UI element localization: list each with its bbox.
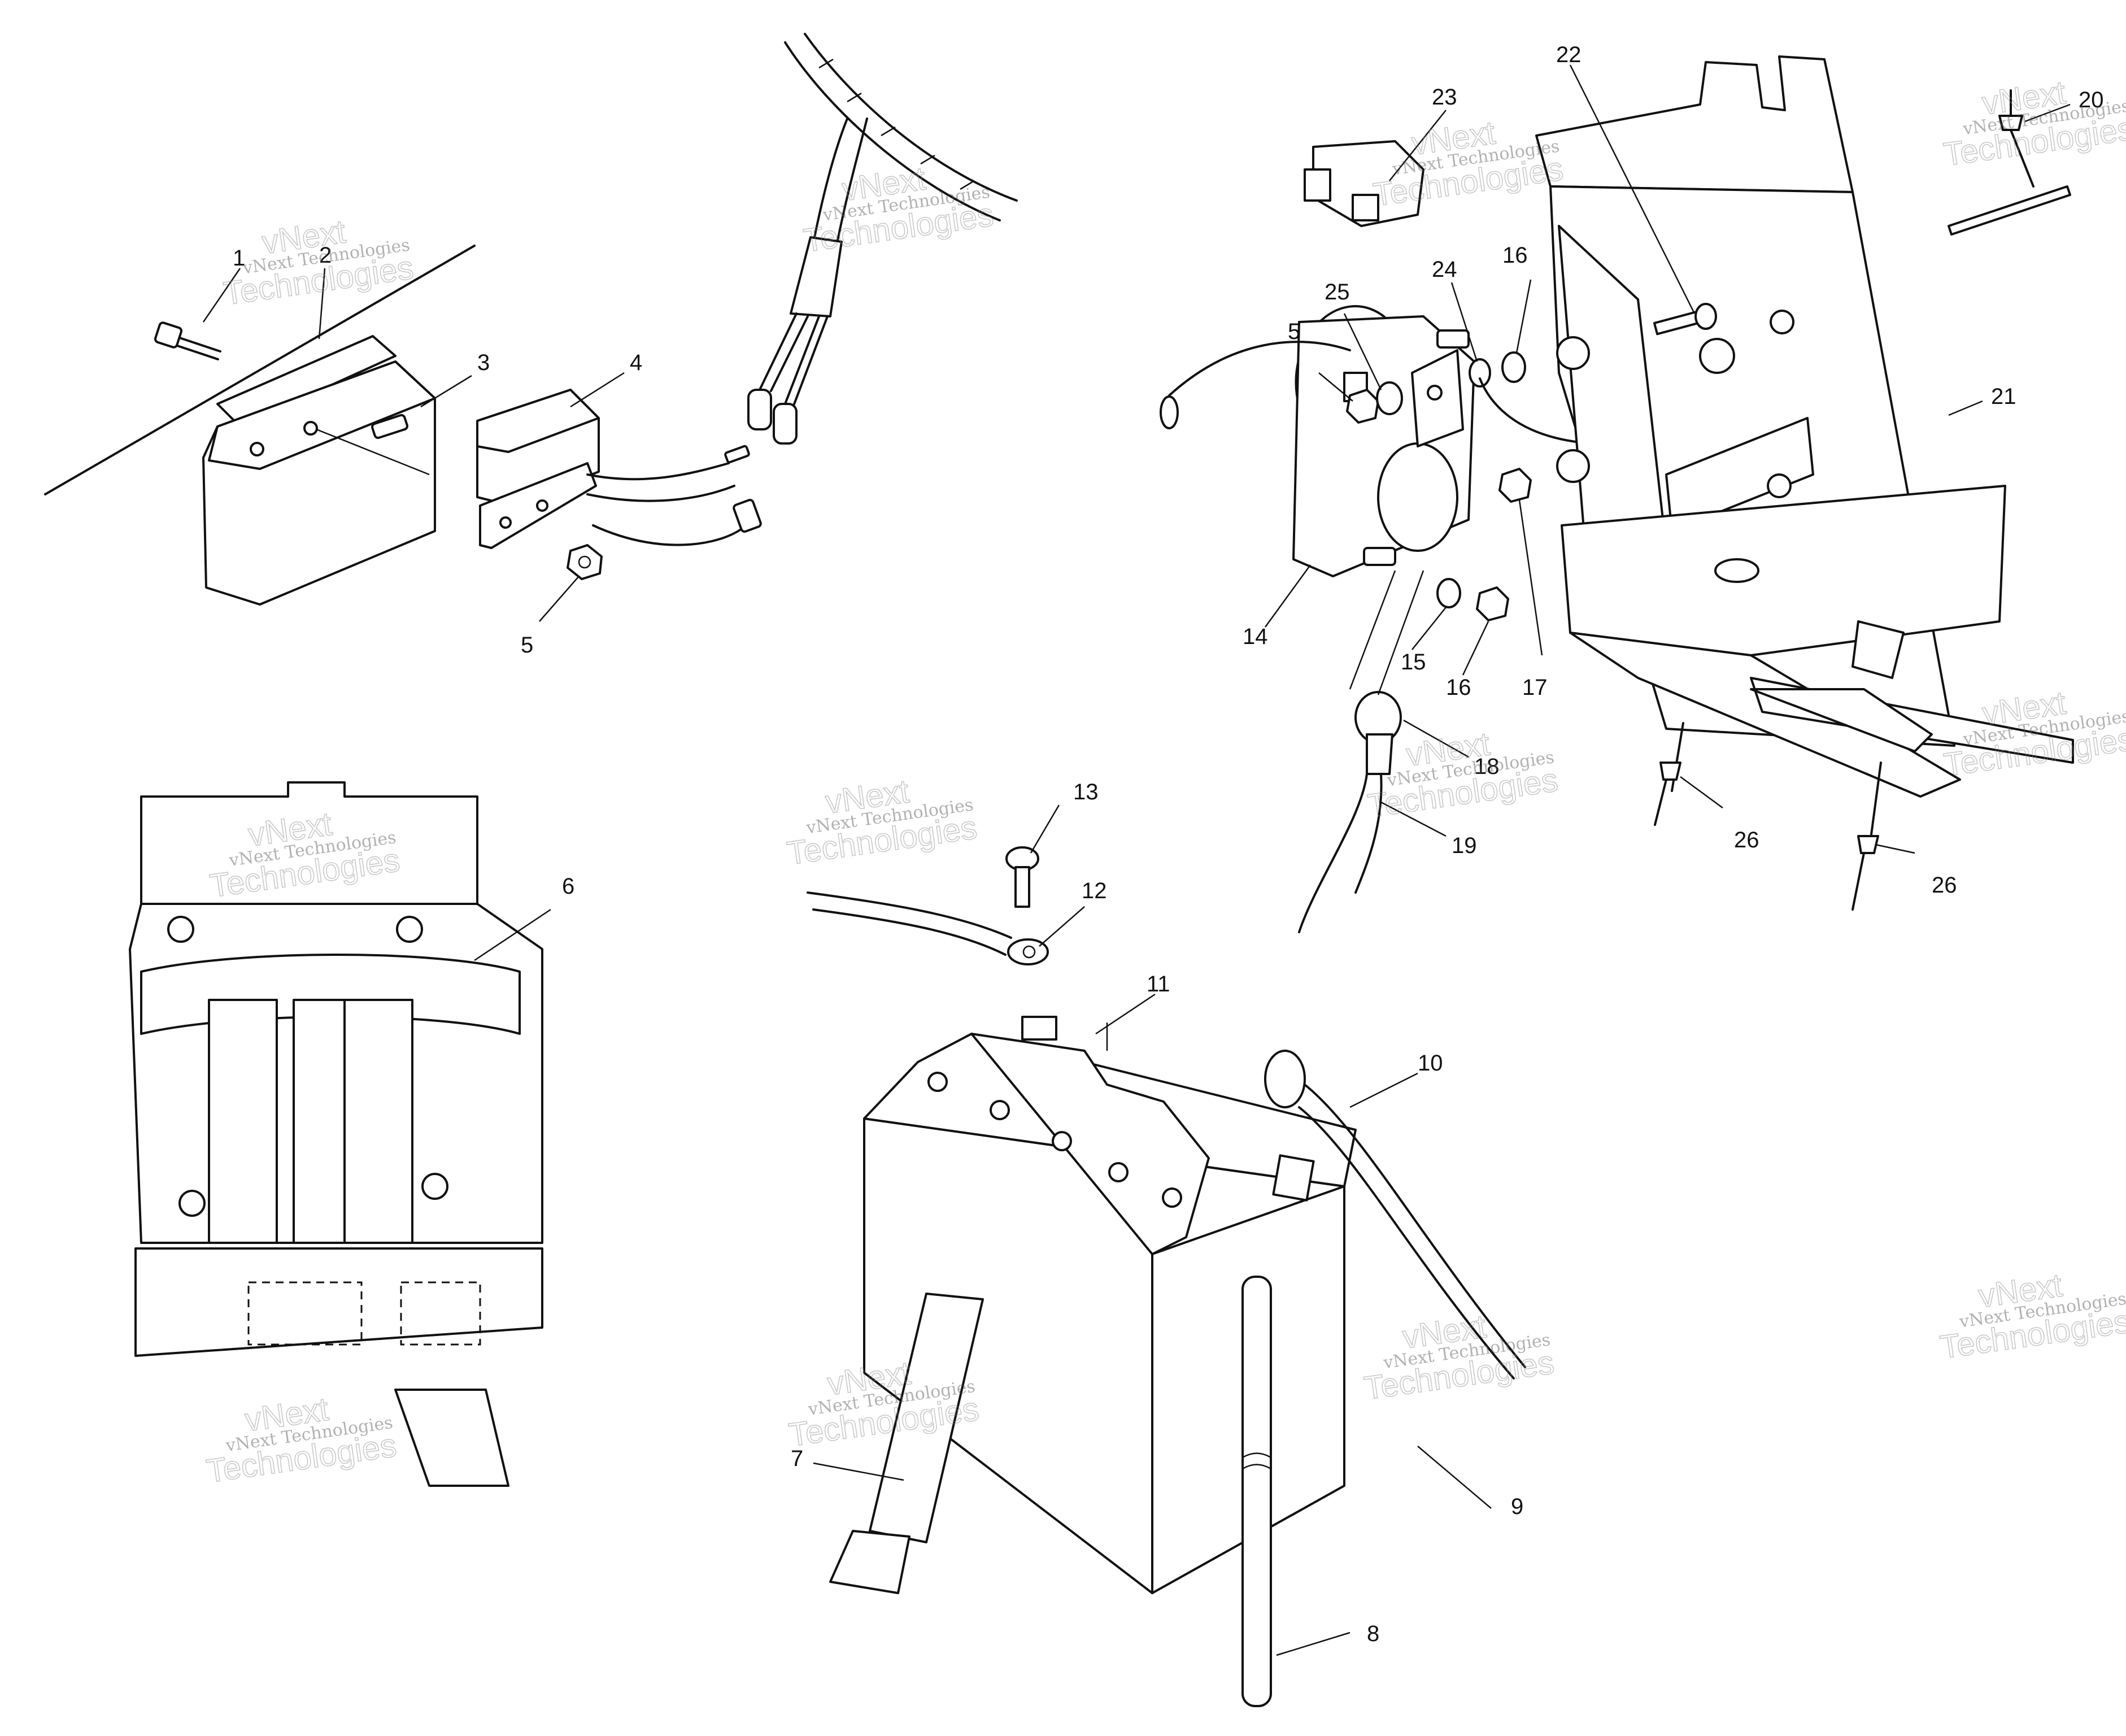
callout-20: 20 bbox=[2079, 88, 2104, 112]
connector-part-23 bbox=[1304, 140, 1424, 227]
callout-25: 25 bbox=[1325, 280, 1350, 304]
bolt-part-1 bbox=[154, 321, 221, 360]
callout-24: 24 bbox=[1432, 257, 1457, 282]
nut-part-5b bbox=[1346, 389, 1379, 424]
callout-12: 12 bbox=[1082, 878, 1107, 903]
washer-part-16a bbox=[1501, 351, 1526, 383]
callout-9: 9 bbox=[1511, 1494, 1523, 1519]
callout-4: 4 bbox=[630, 350, 642, 375]
battery-box-part-21 bbox=[1535, 55, 2074, 798]
callout-16a: 16 bbox=[1502, 243, 1528, 268]
callout-17: 17 bbox=[1522, 675, 1548, 700]
battery-group bbox=[807, 846, 1526, 1707]
callout-18: 18 bbox=[1474, 754, 1500, 779]
callout-22: 22 bbox=[1556, 42, 1582, 67]
callout-8: 8 bbox=[1367, 1621, 1379, 1646]
callout-labels: 1 2 3 4 5 5 6 7 8 9 10 11 12 13 14 15 16… bbox=[233, 42, 2104, 1646]
callout-15: 15 bbox=[1401, 650, 1426, 675]
callout-14: 14 bbox=[1243, 624, 1268, 649]
callout-7: 7 bbox=[791, 1446, 803, 1471]
callout-26a: 26 bbox=[1734, 828, 1759, 852]
rivet-part-26b bbox=[1851, 762, 1882, 911]
screw-part-22 bbox=[1653, 303, 1717, 336]
solenoid-group bbox=[1160, 55, 2074, 933]
callout-10: 10 bbox=[1418, 1051, 1443, 1076]
mounting-plate-part-2 bbox=[216, 335, 397, 428]
lockwasher-part-17 bbox=[1498, 468, 1532, 503]
callout-13: 13 bbox=[1073, 780, 1099, 804]
callout-1: 1 bbox=[233, 246, 245, 271]
rivet-part-26a bbox=[1654, 722, 1684, 826]
callout-26b: 26 bbox=[1932, 873, 1957, 898]
callout-3: 3 bbox=[477, 350, 490, 375]
callout-16b: 16 bbox=[1446, 675, 1471, 700]
cable-part-19 bbox=[1298, 773, 1368, 933]
battery-strap-part-7 bbox=[829, 1293, 984, 1594]
callout-6: 6 bbox=[562, 874, 574, 899]
callout-5a: 5 bbox=[521, 633, 533, 658]
leader-lines bbox=[202, 64, 2071, 1656]
callout-2: 2 bbox=[319, 243, 332, 268]
vent-tube-part-8 bbox=[1241, 1276, 1272, 1707]
wire-harness bbox=[747, 33, 1018, 445]
nut-part-16b bbox=[1476, 586, 1509, 621]
washer-part-25 bbox=[1376, 381, 1403, 415]
screw-part-13 bbox=[1005, 846, 1039, 908]
rectifier-part-4 bbox=[476, 389, 600, 549]
callout-5b: 5 bbox=[1288, 319, 1300, 344]
washer-part-24 bbox=[1469, 358, 1491, 388]
callout-11: 11 bbox=[1147, 972, 1170, 997]
callout-23: 23 bbox=[1432, 85, 1457, 110]
battery-holder-part-6 bbox=[129, 781, 543, 1487]
callout-21: 21 bbox=[1991, 384, 2016, 409]
rivet-part-20 bbox=[1948, 89, 2071, 236]
terminal-boot-part-18 bbox=[1354, 691, 1402, 775]
solenoid-part-14 bbox=[1292, 305, 1475, 577]
washer-part-15 bbox=[1436, 578, 1461, 608]
nut-part-5 bbox=[567, 544, 603, 580]
regulator-group bbox=[44, 245, 762, 606]
callout-19: 19 bbox=[1452, 833, 1477, 858]
